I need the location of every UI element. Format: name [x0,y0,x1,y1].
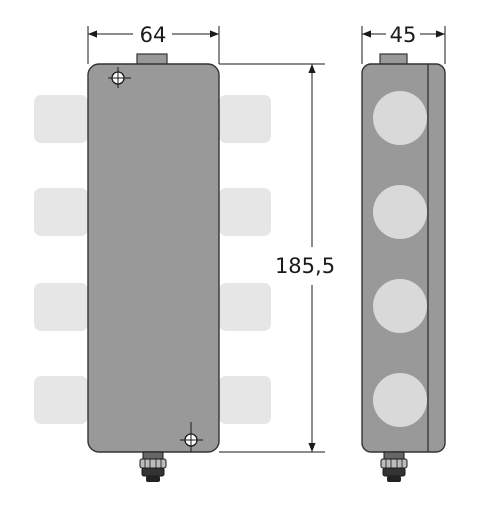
connector-circle [373,279,427,333]
connector-circle [373,91,427,145]
connector-pad [219,95,271,143]
connector-pad [34,283,88,331]
connector-circle [373,185,427,239]
side-view [361,53,446,482]
mounting-hole-icon [180,422,203,452]
dimension-label-width-side: 45 [390,23,417,47]
dimension-height: 185,5 [219,63,335,453]
front-view [34,53,271,482]
front-housing [87,63,220,453]
connector-pad [219,188,271,236]
connector-circle [373,373,427,427]
mounting-hole-icon [108,67,131,88]
connector-pad [219,283,271,331]
cable-gland-icon [139,451,167,482]
dimension-width-side: 45 [361,23,446,64]
connector-pad [219,376,271,424]
dimension-label-width-front: 64 [140,23,167,47]
dimension-label-height: 185,5 [275,254,335,278]
connector-pad [34,188,88,236]
connector-pad [34,376,88,424]
connector-pad [34,95,88,143]
cable-gland-icon [380,451,408,482]
dimension-width-front: 64 [87,23,220,64]
